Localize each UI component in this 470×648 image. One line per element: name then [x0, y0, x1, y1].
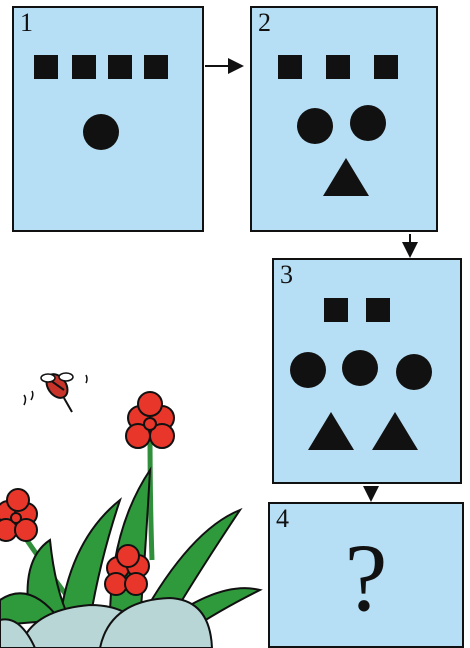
flower-icon [0, 489, 37, 541]
flower-icon [126, 392, 174, 448]
bee-icon [24, 370, 87, 412]
